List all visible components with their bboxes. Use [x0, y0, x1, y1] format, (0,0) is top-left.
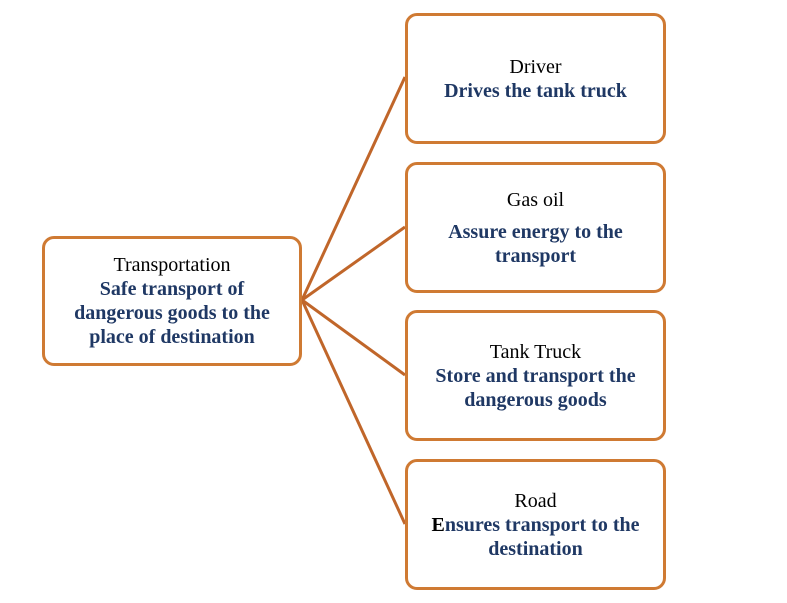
child-node-description-line: transport [494, 244, 577, 267]
child-node-description-line: dangerous goods [464, 388, 607, 411]
child-node-description-lead-letter: E [431, 513, 445, 536]
root-node-description: Safe transport of dangerous goods to the… [74, 277, 270, 349]
connector-gas-oil [301, 225, 406, 302]
child-node-description: Ensures transport to the destination [432, 513, 640, 561]
child-node-description-line: Assure energy to the [448, 220, 623, 243]
child-node-description-line: Ensures transport to the [432, 513, 640, 537]
connector-driver [300, 76, 407, 301]
root-node-description-line: dangerous goods to the [74, 302, 270, 324]
connector-road [300, 299, 407, 525]
child-node-title: Driver [509, 55, 562, 78]
root-node-description-line: Safe transport of [99, 278, 245, 300]
child-node-description-rest: nsures transport to the [444, 513, 640, 536]
child-node-title: Road [514, 489, 557, 512]
root-node-title: Transportation [113, 254, 231, 276]
child-node-gas-oil: Gas oil Assure energy to the transport [405, 162, 666, 293]
child-node-description: Drives the tank truck [444, 79, 627, 103]
root-node-description-line: place of destination [89, 326, 255, 348]
child-node-driver: Driver Drives the tank truck [405, 13, 666, 144]
child-node-description-line: Store and transport the [435, 364, 636, 387]
child-node-description: Store and transport the dangerous goods [435, 364, 635, 412]
child-node-title: Tank Truck [489, 340, 582, 363]
child-node-title: Gas oil [506, 188, 565, 211]
child-node-description-line: Drives the tank truck [444, 79, 627, 102]
child-node-road: Road Ensures transport to the destinatio… [405, 459, 666, 590]
root-node-transportation: Transportation Safe transport of dangero… [42, 236, 302, 366]
child-node-description: Assure energy to the transport [448, 220, 623, 268]
connector-tank-truck [301, 298, 406, 377]
child-node-tank-truck: Tank Truck Store and transport the dange… [405, 310, 666, 441]
child-node-description-line: destination [488, 537, 583, 560]
